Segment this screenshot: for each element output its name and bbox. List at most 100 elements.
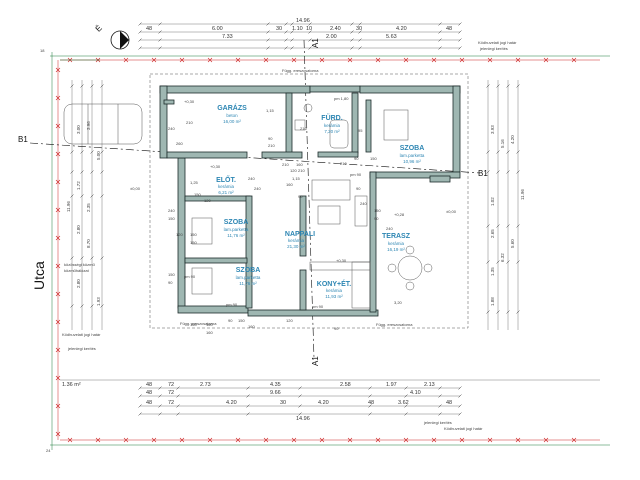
- dimension-tick: [80, 170, 84, 174]
- boundary-x-mark: [347, 57, 353, 63]
- dimension-tick: [458, 412, 462, 416]
- dim-top-r3-2: 5.63: [386, 34, 397, 40]
- dimension-tick: [486, 310, 490, 314]
- boundary-x-mark: [263, 57, 269, 63]
- opening-dimension: 240: [168, 126, 175, 131]
- opening-dimension: 1,25: [190, 180, 199, 185]
- dimension-tick: [158, 386, 162, 390]
- dimension-tick: [290, 38, 294, 42]
- zenga-watermark: zenga: [548, 453, 611, 470]
- room-szoba-3: SZOBA lam.parketta 11,76 m²: [236, 267, 261, 286]
- dimension-tick: [358, 22, 362, 26]
- dim-bot-r2-1: 72: [168, 390, 174, 396]
- left-dimensions: 3.00 3.96 5.00 1.72 2.35 2.80 8.70 2.80 …: [66, 80, 104, 330]
- dimension-tick: [158, 22, 162, 26]
- axis-b1-right: B1: [478, 169, 488, 178]
- dim-bot-r3-2: 4.20: [226, 400, 237, 406]
- boundary-x-mark: [263, 437, 269, 443]
- dim-bot-r3-6: 3.62: [398, 400, 409, 406]
- dimension-tick: [458, 30, 462, 34]
- north-arrow-icon: É: [94, 24, 130, 50]
- room-szoba2-floor: lam.parketta: [224, 227, 249, 232]
- boundary-x-mark: [515, 437, 521, 443]
- boundary-x-mark: [291, 437, 297, 443]
- dimension-tick: [368, 394, 372, 398]
- room-garage-floor: beton: [226, 113, 238, 118]
- dimension-tick: [284, 30, 288, 34]
- opening-dimension: 90: [356, 186, 361, 191]
- room-szoba1-name: SZOBA: [400, 145, 425, 152]
- level-out-left: ±0,00: [130, 186, 141, 191]
- dim-top-r3-1: 2.00: [326, 34, 337, 40]
- dimension-tick: [486, 150, 490, 154]
- boundary-x-mark: [319, 437, 325, 443]
- boundary-x-mark: [55, 179, 61, 185]
- boundary-x-mark: [207, 437, 213, 443]
- level-terrace: +0,28: [394, 212, 405, 217]
- dimension-tick: [158, 404, 162, 408]
- boundary-x-mark: [55, 431, 61, 437]
- dimension-tick: [284, 46, 288, 50]
- note-fence-bottom: jelenlegi kerítés: [423, 420, 452, 425]
- dimension-tick: [496, 310, 500, 314]
- street-label: Utca: [31, 261, 47, 290]
- opening-dimension: 210: [268, 143, 275, 148]
- room-szoba-2: SZOBA lam.parketta 11,76 m²: [224, 219, 249, 238]
- room-living: NAPPALI kerámia 21,30 m²: [285, 231, 315, 249]
- svg-text:É: É: [94, 24, 104, 34]
- dimension-tick: [308, 38, 312, 42]
- dim-top-r2-5: 2.40: [330, 26, 341, 32]
- dim-top-r2-7: 4.20: [396, 26, 407, 32]
- dimension-tick: [80, 256, 84, 260]
- boundary-x-mark: [55, 95, 61, 101]
- level-kitchen: +0,30: [336, 258, 347, 263]
- dimension-tick: [138, 22, 142, 26]
- dim-top-r2-8: 48: [446, 26, 452, 32]
- boundary-x-mark: [543, 437, 549, 443]
- dimension-tick: [368, 386, 372, 390]
- dim-bot-r2-3: 4.10: [410, 390, 421, 396]
- dimension-tick: [458, 22, 462, 26]
- opening-dimension: 210: [340, 161, 347, 166]
- dimension-tick: [358, 30, 362, 34]
- dimension-tick: [100, 256, 104, 260]
- building-walls: [159, 85, 461, 317]
- note-24: 24: [46, 448, 51, 453]
- dim-right-8: 1.88: [490, 297, 495, 306]
- room-living-floor: kerámia: [288, 238, 305, 243]
- boundary-x-mark: [179, 57, 185, 63]
- dimension-tick: [438, 46, 442, 50]
- dimension-tick: [290, 30, 294, 34]
- dimension-tick: [90, 194, 94, 198]
- opening-dimension: 260: [176, 141, 183, 146]
- dimension-tick: [138, 46, 142, 50]
- dim-left-2: 5.00: [96, 151, 101, 160]
- dimension-tick: [158, 46, 162, 50]
- room-living-name: NAPPALI: [285, 231, 315, 238]
- boundary-x-mark: [515, 57, 521, 63]
- boundary-x-mark: [571, 437, 577, 443]
- note-boundary-left: Ködhuvelati jogi határ: [62, 332, 101, 337]
- dimension-tick: [368, 404, 372, 408]
- dimension-tick: [350, 46, 354, 50]
- dimension-tick: [70, 170, 74, 174]
- dimension-tick: [100, 84, 104, 88]
- opening-dimension: 160: [206, 330, 213, 335]
- room-kitchen-area: 11,93 m²: [325, 294, 343, 299]
- bed-icons: [191, 109, 409, 295]
- boundary-x-mark: [55, 67, 61, 73]
- room-bath-floor: kerámia: [324, 123, 341, 128]
- dimension-tick: [158, 394, 162, 398]
- dimension-tick: [80, 84, 84, 88]
- dimension-tick: [308, 46, 312, 50]
- dim-right-7: 1.35: [490, 267, 495, 276]
- opening-dimension: 160: [206, 322, 213, 327]
- boundary-x-mark: [179, 437, 185, 443]
- dim-right-6: 5.60: [510, 239, 515, 248]
- room-bath-name: FÜRD.: [321, 113, 342, 122]
- dim-bot-r1-0: 48: [146, 382, 152, 388]
- boundary-x-mark: [375, 437, 381, 443]
- dimension-tick: [90, 170, 94, 174]
- dimension-tick: [138, 386, 142, 390]
- dimension-tick: [100, 304, 104, 308]
